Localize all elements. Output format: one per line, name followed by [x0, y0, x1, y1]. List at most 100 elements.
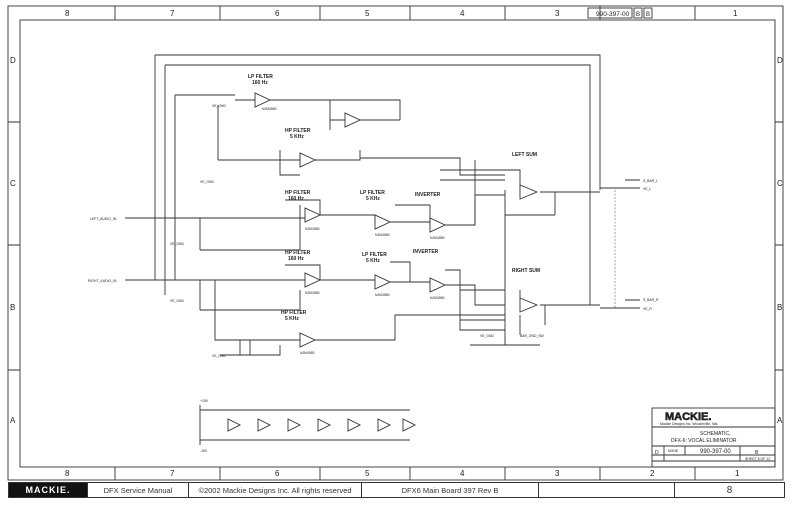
svg-text:S_BAR_L: S_BAR_L	[643, 179, 658, 183]
opamp-inverter-left-icon	[429, 217, 447, 233]
opamp-lp160-icon	[254, 92, 272, 108]
opamp-right-sum-icon	[519, 297, 539, 313]
svg-text:NJM4580: NJM4580	[262, 107, 277, 111]
svg-text:160 Hz: 160 Hz	[252, 80, 268, 86]
page-footer: MACKIE. DFX Service Manual ©2002 Mackie …	[8, 482, 785, 498]
svg-text:INVERTER: INVERTER	[415, 192, 441, 198]
svg-text:C: C	[777, 179, 783, 188]
svg-text:RIGHT SUM: RIGHT SUM	[512, 268, 540, 274]
svg-text:LEFT_AUDIO_IN: LEFT_AUDIO_IN	[90, 217, 117, 221]
svg-text:5: 5	[365, 469, 370, 478]
svg-text:B: B	[777, 303, 782, 312]
svg-text:NJM4580: NJM4580	[305, 291, 320, 295]
svg-text:3: 3	[555, 469, 560, 478]
footer-blank-cell	[539, 483, 675, 497]
svg-text:INVERTER: INVERTER	[413, 249, 439, 255]
drawing-size: D	[655, 450, 659, 456]
svg-text:7: 7	[170, 469, 175, 478]
svg-text:VE_GND: VE_GND	[200, 180, 214, 184]
grid-tick-marks	[8, 6, 783, 480]
footer-board: DFX6 Main Board 397 Rev B	[362, 483, 539, 497]
svg-text:6: 6	[275, 469, 280, 478]
svg-text:160 Hz: 160 Hz	[288, 196, 304, 202]
svg-text:2: 2	[650, 469, 655, 478]
svg-text:4: 4	[460, 469, 465, 478]
svg-text:7: 7	[170, 9, 175, 18]
svg-text:A: A	[777, 416, 783, 425]
opamp-lp5k-left-icon	[374, 214, 392, 230]
svg-text:1: 1	[735, 469, 740, 478]
svg-text:-15V: -15V	[200, 449, 208, 453]
svg-text:B: B	[10, 303, 15, 312]
opamp-hp5k-bottom-icon	[299, 332, 317, 348]
opamp-symbols	[227, 92, 539, 432]
svg-text:C: C	[10, 179, 16, 188]
sheet-number: SHEET 8 OF 12	[745, 457, 770, 461]
svg-text:NJM4580: NJM4580	[300, 351, 315, 355]
schematic-wiring	[125, 54, 640, 445]
footer-page-number: 8	[726, 484, 733, 496]
svg-text:VE_L: VE_L	[643, 187, 651, 191]
svg-text:LEFT SUM: LEFT SUM	[512, 152, 537, 158]
opamp-hp160-left-icon	[304, 207, 322, 223]
top-size-box	[633, 7, 643, 19]
opamp-power-icon	[227, 418, 242, 432]
opamp-hp5k-top-icon	[299, 152, 317, 168]
svg-text:BAR_GND_SW: BAR_GND_SW	[520, 334, 545, 338]
top-drawing-number: 990-397-00	[596, 11, 630, 18]
opamp-power-icon	[257, 418, 272, 432]
drawing-rev: B	[755, 450, 759, 456]
opamp-hp160-right-icon	[304, 272, 322, 288]
drawing-title-line-1: SCHEMATIC,	[700, 431, 730, 437]
svg-text:4: 4	[460, 9, 465, 18]
svg-text:5 KHz: 5 KHz	[366, 196, 380, 202]
svg-text:NJM4580: NJM4580	[305, 227, 320, 231]
opamp-power-icon	[377, 418, 392, 432]
svg-text:LP FILTER: LP FILTER	[248, 74, 273, 80]
company-address: Mackie Designs Inc. Woodinville, Wa.	[660, 422, 718, 426]
drawing-number: 990-397-00	[700, 449, 731, 455]
svg-text:6: 6	[275, 9, 280, 18]
svg-text:+15V: +15V	[200, 399, 209, 403]
drawing-scale: NONE	[668, 449, 679, 453]
top-rev: B	[646, 12, 650, 18]
svg-text:HP FILTER: HP FILTER	[285, 250, 311, 256]
footer-logo: MACKIE.	[9, 483, 88, 497]
svg-text:VE_GND: VE_GND	[212, 104, 226, 108]
svg-text:LP FILTER: LP FILTER	[362, 252, 387, 258]
opamp-lp5k-right-icon	[374, 274, 392, 290]
outer-frame	[7, 5, 784, 481]
svg-text:3: 3	[555, 9, 560, 18]
svg-text:160 Hz: 160 Hz	[288, 256, 304, 262]
svg-text:5 KHz: 5 KHz	[290, 134, 304, 140]
svg-text:RIGHT_AUDIO_IN: RIGHT_AUDIO_IN	[88, 279, 117, 283]
svg-text:VE_GND: VE_GND	[480, 334, 494, 338]
opamp-buffer-top-icon	[344, 112, 362, 128]
footer-copyright: ©2002 Mackie Designs Inc. All rights res…	[189, 483, 362, 497]
svg-text:NJM4580: NJM4580	[430, 236, 445, 240]
svg-text:1: 1	[733, 9, 738, 18]
svg-text:NJM4580: NJM4580	[375, 233, 390, 237]
opamp-inverter-right-icon	[429, 277, 447, 293]
row-labels: DC BA DC BA	[10, 56, 783, 425]
svg-text:S_BAR_R: S_BAR_R	[643, 298, 659, 302]
svg-text:VE_R: VE_R	[643, 307, 652, 311]
opamp-left-sum-icon	[519, 184, 539, 200]
net-labels: LEFT_AUDIO_IN RIGHT_AUDIO_IN VE_GND VE_G…	[88, 104, 659, 453]
footer-manual: DFX Service Manual	[88, 483, 189, 497]
svg-text:VE_GND: VE_GND	[170, 299, 184, 303]
svg-text:VE_GND: VE_GND	[212, 354, 226, 358]
svg-text:NJM4580: NJM4580	[375, 293, 390, 297]
mackie-logo: MACKIE.	[665, 411, 711, 423]
drawing-title-line-2: DFX-6: VOCAL ELIMINATOR	[671, 438, 737, 444]
svg-text:LP FILTER: LP FILTER	[360, 190, 385, 196]
svg-text:HP FILTER: HP FILTER	[281, 310, 307, 316]
inner-frame	[19, 19, 776, 468]
top-drawing-number-box	[587, 7, 633, 19]
svg-text:VE_GND: VE_GND	[170, 242, 184, 246]
